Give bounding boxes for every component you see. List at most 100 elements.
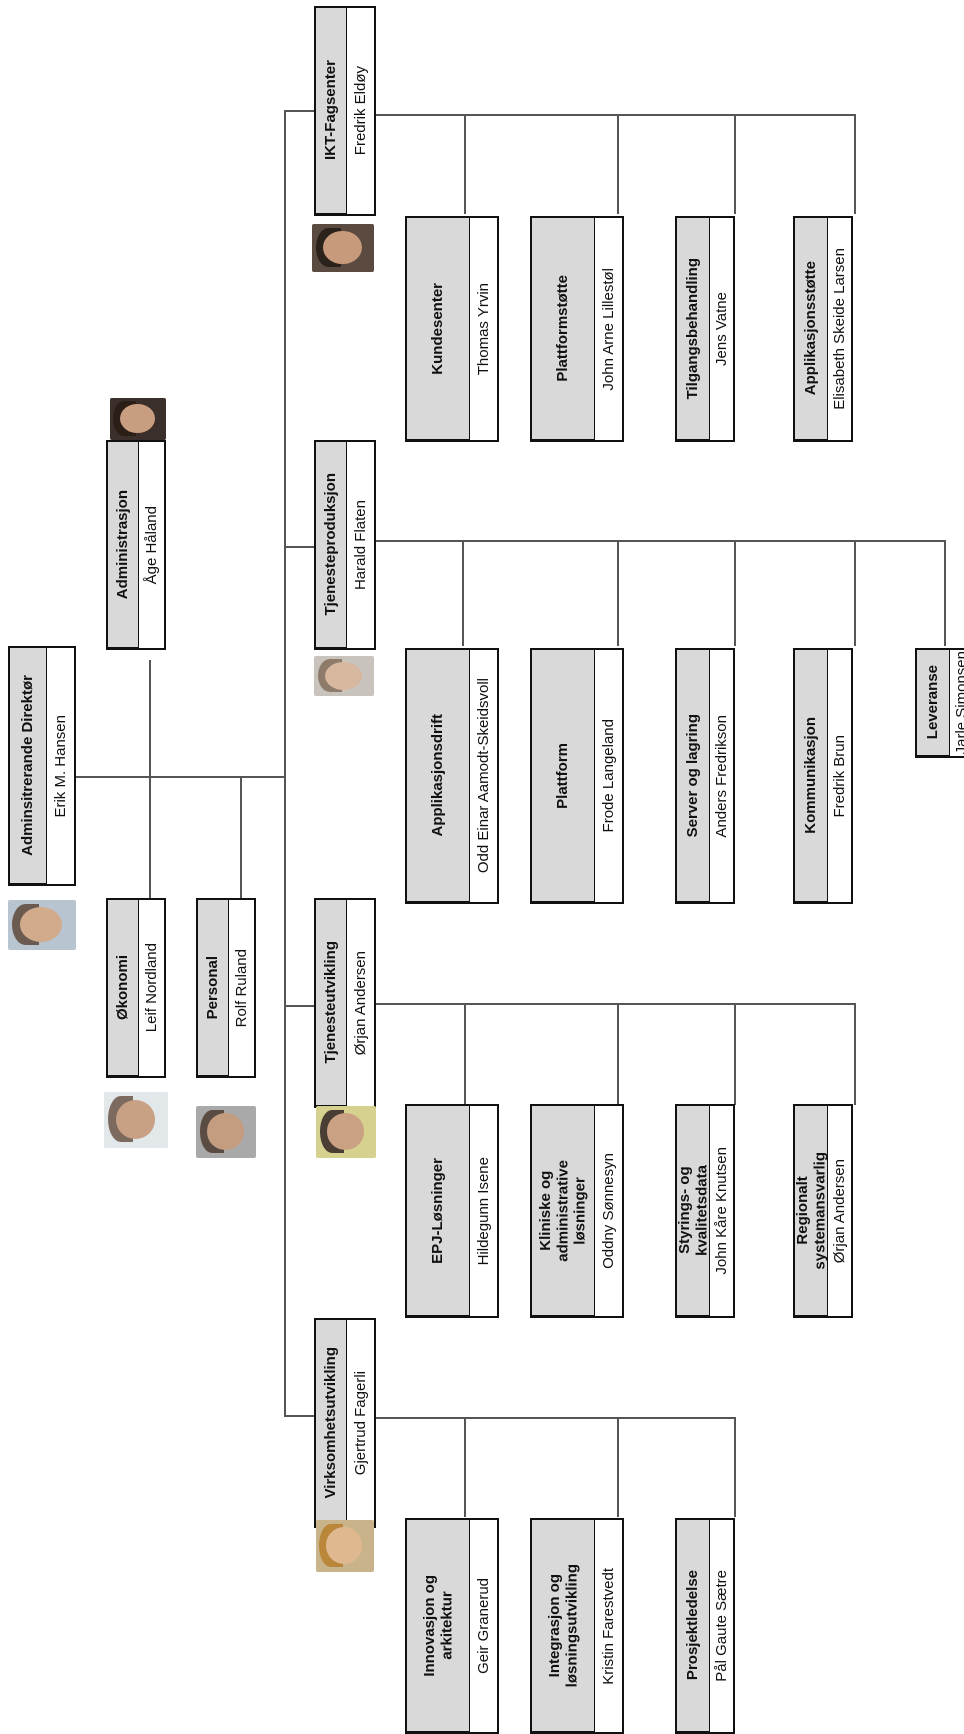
box-title: Innovasjon og arkitektur — [420, 1574, 455, 1677]
box-title: Applikasjonsstøtte — [802, 261, 820, 396]
box-person-name: Geir Granerud — [474, 1578, 492, 1674]
box-adminsitrerande-direktor: Adminsitrerande Direktør Erik M. Hansen — [8, 646, 76, 886]
person-photo — [8, 900, 76, 950]
box-person-name: Åge Håland — [142, 505, 160, 585]
box-department-1: IKT-Fagsenter Fredrik Eldøy — [314, 6, 376, 216]
box-title: Plattformstøtte — [554, 275, 572, 382]
box-person-name: Rolf Ruland — [232, 948, 250, 1028]
box-person-name: Gjertrud Fagerli — [351, 1370, 369, 1476]
box-title: Server og lagring — [684, 713, 702, 838]
box-title: Personal — [204, 955, 222, 1020]
person-photo — [316, 1106, 376, 1158]
box-title: Økonomi — [114, 954, 132, 1020]
connector-line — [464, 1003, 466, 1105]
box-okonomi: Økonomi Leif Nordland — [106, 898, 166, 1078]
box-title: Integrasjon og løsningsutvikling — [545, 1563, 580, 1688]
box-title: Prosjektledelse — [684, 1570, 702, 1681]
box-title: Adminsitrerande Direktør — [19, 675, 37, 856]
box-personal: Personal Rolf Ruland — [196, 898, 256, 1078]
connector-line — [284, 1415, 314, 1417]
box-title: EPJ-Løsninger — [429, 1157, 447, 1264]
person-photo — [110, 398, 166, 440]
box-person-name: John Arne Lillestøl — [599, 267, 617, 391]
box-title: Kliniske og administrative løsninger — [537, 1159, 589, 1262]
connector-line — [284, 110, 314, 112]
connector-line — [462, 540, 464, 646]
connector-line — [284, 110, 286, 1416]
person-photo — [314, 656, 374, 696]
box-person-name: Fredrik Eldøy — [351, 66, 369, 156]
connector-line — [734, 1417, 736, 1517]
box-unit-1-3: Tilgangsbehandling Jens Vatne — [675, 216, 735, 442]
box-unit-2-3: Server og lagring Anders Fredrikson — [675, 648, 735, 904]
box-unit-1-4: Applikasjonsstøtte Elisabeth Skeide Larse… — [793, 216, 853, 442]
box-person-name: Hildegunn Isene — [474, 1156, 492, 1266]
box-person-name: Pål Gaute Sætre — [712, 1570, 730, 1682]
connector-line — [284, 1005, 314, 1007]
connector-line — [734, 114, 736, 214]
box-person-name: Fredrik Brun — [830, 734, 848, 818]
box-department-4: Virksomhetsutvikling Gjertrud Fagerli — [314, 1318, 376, 1528]
connector-line — [340, 540, 945, 542]
connector-line — [240, 776, 242, 898]
box-title: IKT-Fagsenter — [322, 60, 340, 161]
box-person-name: Oddny Sønnesyn — [599, 1153, 617, 1269]
box-person-name: Frode Langeland — [599, 719, 617, 833]
box-unit-4-3: Prosjektledelse Pål Gaute Sætre — [675, 1518, 735, 1734]
box-title: Leveranse — [924, 665, 942, 740]
box-unit-2-2: Plattform Frode Langeland — [530, 648, 624, 904]
box-person-name: Ørjan Andersen — [351, 950, 369, 1056]
box-person-name: Kristin Farestvedt — [599, 1567, 617, 1685]
box-title: Regionalt systemansvarlig — [793, 1151, 828, 1270]
box-unit-2-4: Kommunikasjon Fredrik Brun — [793, 648, 853, 904]
connector-line — [464, 1417, 466, 1517]
connector-line — [72, 776, 286, 778]
box-person-name: Thomas Yrvin — [474, 282, 492, 376]
box-department-3: Tjenesteutvikling Ørjan Andersen — [314, 898, 376, 1108]
connector-line — [854, 540, 856, 646]
connector-line — [617, 1003, 619, 1105]
box-title: Styrings- og kvalitetsdata — [675, 1165, 710, 1256]
box-person-name: Anders Fredrikson — [712, 714, 730, 838]
box-title: Administrasjon — [114, 489, 132, 600]
connector-line — [854, 114, 856, 214]
person-photo — [316, 1520, 374, 1572]
box-person-name: Ørjan Andersen — [830, 1158, 848, 1264]
box-person-name: Jens Vatne — [712, 292, 730, 366]
connector-line — [284, 546, 314, 548]
box-unit-3-1: EPJ-Løsninger Hildegunn Isene — [405, 1104, 499, 1318]
box-administrasjon: Administrasjon Åge Håland — [106, 440, 166, 650]
box-title: Tjenesteproduksjon — [322, 473, 340, 616]
connector-line — [464, 114, 466, 214]
connector-line — [340, 1003, 855, 1005]
box-title: Tjenesteutvikling — [322, 941, 340, 1064]
box-person-name: Erik M. Hansen — [51, 714, 69, 818]
person-photo — [104, 1092, 168, 1148]
box-title: Tilgangsbehandling — [684, 257, 702, 400]
box-title: Applikasjonsdrift — [429, 714, 447, 837]
box-person-name: John Kåre Knutsen — [712, 1147, 730, 1275]
box-person-name: Elisabeth Skeide Larsen — [830, 248, 848, 410]
box-person-name: Leif Nordland — [142, 943, 160, 1033]
connector-line — [944, 540, 946, 646]
box-title: Virksomhetsutvikling — [322, 1346, 340, 1499]
box-department-2: Tjenesteproduksjon Harald Flaten — [314, 440, 376, 650]
connector-line — [734, 540, 736, 646]
connector-line — [617, 114, 619, 214]
person-photo — [196, 1106, 256, 1158]
person-photo — [312, 224, 374, 272]
box-unit-4-2: Integrasjon og løsningsutvikling Kristin … — [530, 1518, 624, 1734]
box-person-name: Harald Flaten — [351, 499, 369, 591]
box-title: Kommunikasjon — [802, 717, 820, 834]
box-title: Plattform — [554, 742, 572, 809]
connector-line — [617, 1417, 619, 1517]
box-unit-1-2: Plattformstøtte John Arne Lillestøl — [530, 216, 624, 442]
connector-line — [734, 1003, 736, 1105]
box-unit-3-2: Kliniske og administrative løsninger Oddn… — [530, 1104, 624, 1318]
